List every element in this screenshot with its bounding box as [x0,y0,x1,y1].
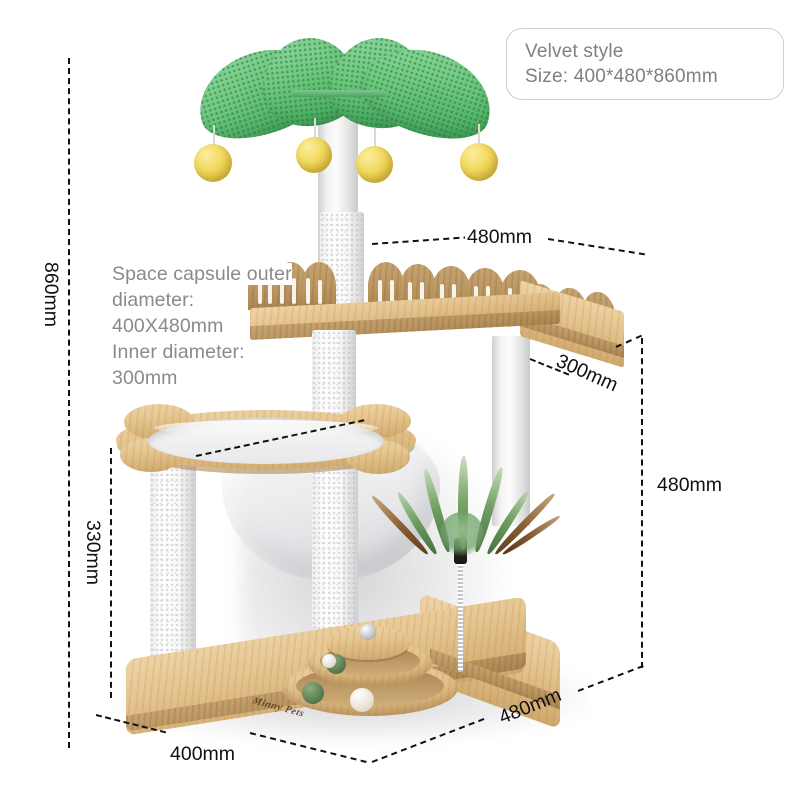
feather-teaser-wand [369,452,562,672]
toy-ball-silver [360,624,376,640]
capsule-note-line-1a: Space capsule [112,263,247,285]
wand-spring-rod [458,556,463,672]
info-box: Velvet style Size: 400*480*860mm [506,28,784,100]
dangling-ball-4 [460,143,498,181]
capsule-note-line-2: diameter: [112,288,195,311]
plush-post-mid-upper [312,330,356,422]
capsule-ring-board [116,404,416,482]
feather-green-center [458,456,468,550]
capsule-note-line-4: Inner diameter: [112,340,245,363]
dimension-label-right-height: 480mm [655,474,725,497]
capsule-note-line-5: 300mm [112,366,178,389]
guide-line-480-right [641,338,643,668]
dangling-ball-1 [194,144,232,182]
ball-track-toy [282,620,458,716]
dimension-label-total-height: 860mm [40,262,62,328]
leaf-support-bar [292,90,386,97]
feather-base-tuft [440,512,484,556]
ball-string-1 [213,125,215,149]
dimension-label-shelf-width: 480mm [465,226,535,249]
toy-ball-white-2 [350,688,374,712]
capsule-note-line-1: Space capsule outer [112,262,342,288]
dangling-ball-3 [356,146,393,183]
ball-string-2 [314,118,316,140]
toy-ball-white-1 [322,654,336,668]
ball-string-3 [374,128,376,150]
capsule-note-line-3: 400X480mm [112,314,224,337]
dimension-label-lower-post: 330mm [82,520,104,586]
info-style-label: Velvet style [525,40,624,62]
capsule-note: Space capsule outer diameter: 400X480mm … [112,262,342,392]
guide-line-330 [110,448,112,698]
dangling-ball-2 [296,137,332,173]
guide-line-860 [68,58,70,748]
dimension-label-base-width: 400mm [168,743,238,766]
toy-ball-green-2 [302,682,324,704]
plush-post-center [312,460,358,650]
capsule-note-outer-highlight: outer [246,262,293,286]
ball-string-4 [478,124,480,148]
info-size-label: Size: 400*480*860mm [525,66,718,87]
